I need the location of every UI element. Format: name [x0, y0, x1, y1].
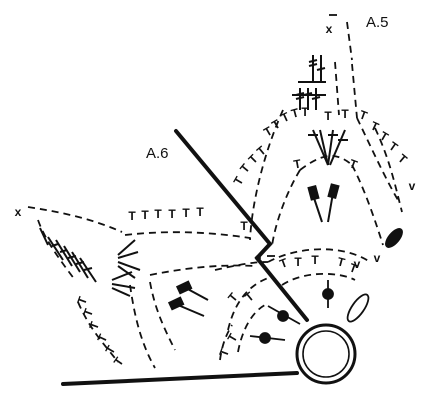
stitch-glyph-treble: T — [278, 255, 290, 271]
a6-divider-line — [174, 129, 309, 322]
stitch-glyph-end-mark: v — [374, 251, 381, 265]
stitch-glyph-treble: T — [154, 207, 162, 221]
stitch-glyph-treble: T — [290, 105, 301, 121]
stitch-glyph-treble: T — [368, 118, 381, 134]
stitch-glyph-treble: T — [311, 253, 319, 267]
stitch-glyph-treble: T — [128, 209, 136, 223]
a5-post-stitches — [307, 183, 340, 223]
stitch-glyph-treble: T — [395, 151, 410, 167]
stitch-glyph-treble: T — [141, 208, 149, 222]
stitch-glyph-treble: T — [196, 205, 204, 219]
stitch-glyph-start: x — [326, 22, 333, 36]
ring-inner — [302, 330, 350, 378]
stitch-glyph-treble: T — [324, 109, 332, 123]
stitch-glyph-treble: T — [74, 294, 90, 306]
chart-label-a6: A.6 — [146, 145, 169, 162]
stitch-glyph-end-mark: v — [354, 257, 361, 271]
stitch-glyph-treble: T — [182, 206, 190, 220]
stitch-glyph-treble: T — [231, 174, 247, 188]
stitch-glyph-treble: T — [358, 107, 370, 123]
a6-left-stitches — [39, 227, 97, 283]
stitch-glyph-treble: T — [341, 107, 349, 121]
center-ring — [295, 323, 357, 385]
ring-outer — [295, 323, 357, 385]
stitch-glyph-treble: T — [240, 219, 248, 233]
stitch-glyph-treble: T — [86, 319, 102, 331]
small-marks — [255, 14, 337, 261]
stitch-glyph-start: x — [15, 205, 22, 219]
stitch-glyph-treble: T — [348, 156, 360, 172]
stitch-glyph-treble: T — [292, 156, 302, 171]
boundary-lines — [61, 129, 309, 386]
stitch-glyph-treble: T — [336, 254, 347, 270]
base-line — [61, 371, 299, 386]
stitch-glyph-treble: T — [294, 255, 302, 269]
stitch-glyph-treble: T — [103, 343, 119, 357]
chain-arcs — [27, 21, 403, 369]
a6-cluster-stitches — [111, 239, 141, 297]
stitch-glyph-treble: T — [94, 331, 110, 344]
a6-post-stitches — [167, 280, 209, 317]
stitch-glyph-treble: T — [80, 306, 96, 318]
bobble-stitches — [346, 228, 403, 323]
stitch-glyph-treble: T — [242, 289, 257, 305]
chart-label-a5: A.5 — [366, 14, 389, 31]
stitch-glyph-treble: T — [216, 346, 232, 358]
stitch-glyph-treble: T — [386, 139, 401, 155]
dot-stitches — [249, 280, 334, 344]
stitch-glyph-treble: T — [111, 354, 127, 369]
stitch-glyph-treble: T — [377, 129, 391, 145]
stitch-glyph-end-mark: v — [409, 179, 416, 193]
stitch-glyph-treble: T — [168, 207, 176, 221]
stitch-glyph-treble: T — [301, 105, 309, 119]
stitch-glyph-treble: T — [254, 143, 269, 159]
stitch-glyph-treble: T — [225, 331, 241, 345]
a5-top-stitches — [292, 55, 326, 110]
a5-cluster-stitches — [308, 129, 348, 166]
